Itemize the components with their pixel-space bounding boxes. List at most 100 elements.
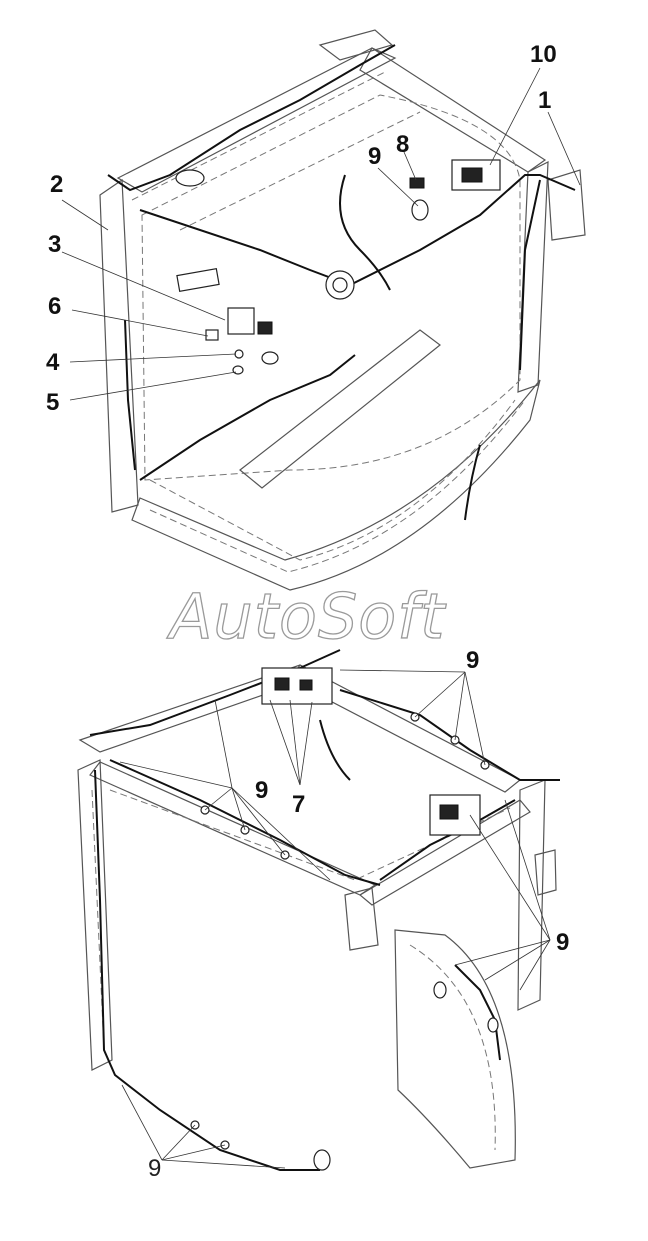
leader-9d-3: [454, 939, 551, 966]
roof-rear-rail-dash: [131, 71, 386, 201]
lower-control-box: [261, 667, 333, 705]
right-pillar: [517, 161, 549, 393]
leader-10: [489, 67, 541, 166]
leader-9b-1: [339, 669, 466, 673]
upper-harness-front: [139, 174, 576, 287]
upper-cab-frame: [99, 29, 586, 591]
lower-front-rail: [89, 761, 377, 896]
leader-5: [69, 371, 237, 401]
lower-door-dash: [409, 944, 496, 1151]
lower-wiring-harness: [89, 649, 560, 1171]
part-roof-vent: [175, 169, 205, 187]
leader-9-top: [377, 167, 419, 207]
part-4-nut: [234, 349, 244, 359]
leader-9b-3: [454, 671, 466, 741]
lower-right-pillar: [517, 779, 546, 1011]
upper-parts: [175, 159, 501, 375]
part-8-connector: [409, 177, 425, 189]
part-grommet: [261, 351, 279, 365]
lower-door-panel: [394, 929, 516, 1169]
callout-9-upper: 9: [368, 143, 381, 170]
upper-harness-center-loop: [339, 174, 391, 291]
roof-extension: [318, 29, 394, 61]
lower-center-post: [344, 887, 379, 951]
part-motor-inner: [332, 277, 348, 293]
part-6-clip: [205, 329, 219, 341]
callout-6: 6: [48, 293, 61, 320]
callout-7: 7: [292, 791, 305, 818]
roof-rear-rail: [116, 47, 397, 193]
part-10-relay: [461, 167, 483, 183]
front-panel-dash: [149, 399, 526, 573]
leader-9e-4: [161, 1159, 286, 1169]
callout-9-right: 9: [556, 929, 569, 956]
callout-9-top-right: 9: [466, 647, 479, 674]
lower-harness-loop: [319, 719, 351, 781]
leader-9e-2: [161, 1124, 196, 1161]
part-switch: [257, 321, 273, 335]
callout-4: 4: [46, 349, 60, 376]
leader-6: [71, 309, 209, 337]
lower-harness-door: [454, 964, 501, 1061]
part-3-bracket: [176, 267, 220, 293]
lower-right-bracket: [534, 849, 557, 896]
leader-9c-4: [231, 787, 246, 831]
lower-lamp: [313, 1149, 331, 1171]
callout-9-center: 9: [255, 777, 268, 804]
leader-9c-2: [214, 699, 233, 789]
watermark: AutoSoft: [166, 580, 447, 653]
callout-2: 2: [50, 171, 63, 198]
leader-9b-2: [414, 671, 466, 718]
upper-leaders: [61, 67, 581, 401]
leader-2: [61, 199, 109, 231]
front-curved-panel: [131, 379, 541, 591]
upper-harness-right-down: [519, 179, 541, 371]
callout-9-bottom: 9: [148, 1155, 161, 1182]
lower-door-grommet-2: [487, 1017, 499, 1033]
leader-9c-6: [231, 787, 331, 881]
callout-8: 8: [396, 131, 409, 158]
leader-1: [547, 111, 581, 186]
lower-harness-front: [109, 759, 381, 886]
lower-harness-right: [339, 689, 560, 781]
leader-9d-1: [469, 814, 551, 941]
upper-harness-rear: [107, 44, 396, 192]
floor-tunnel: [239, 329, 441, 489]
lower-door-grommet: [433, 981, 447, 999]
upper-harness-floor: [139, 354, 356, 481]
leader-9d-4: [484, 939, 551, 981]
leader-9e-1: [121, 1084, 163, 1161]
left-pillar: [99, 178, 139, 513]
upper-harness-left-down: [124, 319, 136, 471]
lower-fuse-relay: [439, 804, 459, 820]
leader-7-3: [299, 701, 313, 786]
lower-callouts: 9 9 7 9 9: [148, 647, 569, 1182]
leader-7-1: [269, 699, 301, 786]
leader-8: [403, 151, 417, 181]
callout-5: 5: [46, 389, 59, 416]
roof-right-rail: [359, 47, 547, 173]
part-6-block: [227, 307, 255, 335]
leader-9c-3: [204, 787, 233, 811]
callout-3: 3: [48, 231, 61, 258]
upper-harness-front-right: [464, 444, 481, 521]
lower-leaders: [119, 669, 551, 1169]
lower-connector-b: [299, 679, 313, 691]
lower-connector-a: [274, 677, 290, 691]
leader-9e-3: [161, 1144, 226, 1161]
leader-4: [69, 353, 237, 363]
leader-7-2: [289, 699, 301, 786]
leader-3: [61, 251, 226, 321]
leader-9d-5: [519, 939, 551, 991]
part-9-grommet: [411, 199, 429, 221]
part-5-washer: [232, 365, 244, 375]
lower-harness-rear: [89, 649, 341, 736]
upper-callouts: 10 1 9 8 2 3 6 4 5: [46, 41, 557, 416]
lower-harness-left-down: [94, 769, 320, 1171]
inner-window-frame: [141, 94, 521, 481]
leader-9b-4: [464, 671, 486, 766]
lower-frame: [77, 664, 557, 1169]
floor-outline: [149, 399, 516, 561]
lower-parts: [190, 667, 499, 1171]
